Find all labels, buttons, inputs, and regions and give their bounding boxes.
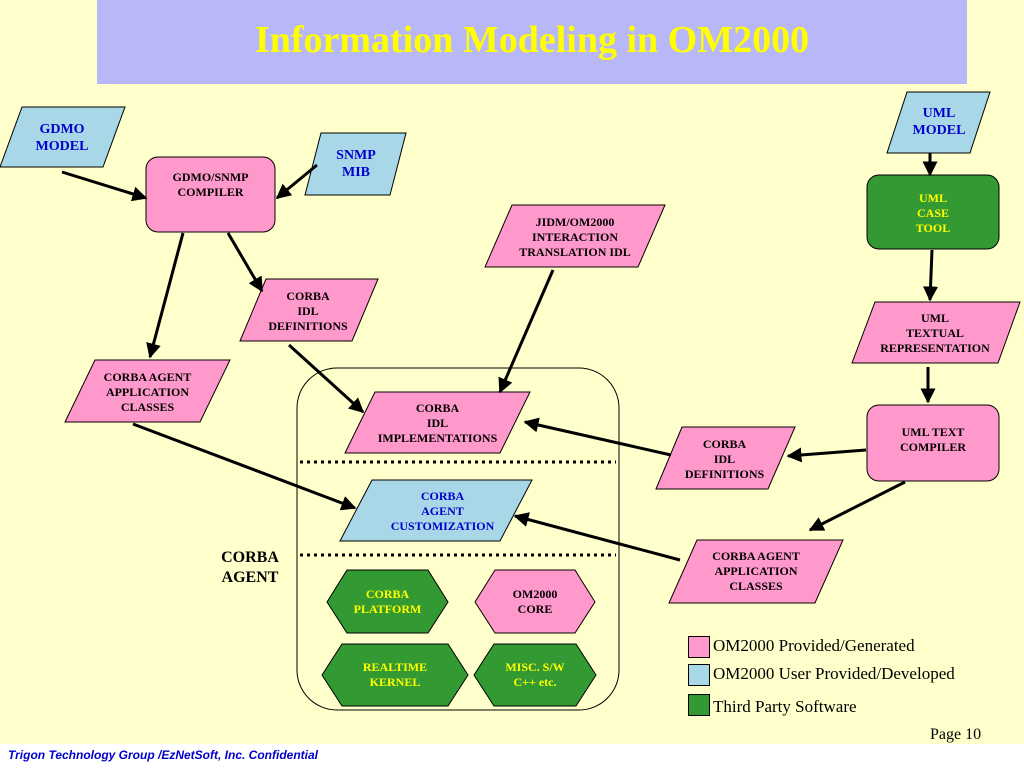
misc-sw-shape: [473, 643, 597, 707]
jidm-shape: [484, 204, 666, 268]
page-title: Information Modeling in OM2000: [254, 19, 810, 61]
misc-sw-label: MISC. S/W C++ etc.: [505, 660, 565, 689]
footer-text: Trigon Technology Group /EzNetSoft, Inc.…: [8, 748, 318, 762]
arrow-app-classes-to-customization: [132, 422, 357, 511]
corba-agent-customization-shape: [339, 479, 533, 542]
om2000-core-shape: [474, 569, 596, 634]
arrow-compiler-to-app-classes: [146, 232, 185, 359]
corba-idl-definitions-right-shape: [655, 426, 796, 490]
legend-label-third-party: Third Party Software: [713, 697, 857, 716]
uml-text-compiler-label: UML TEXT COMPILER: [900, 425, 966, 454]
legend-swatch-pink: [688, 636, 710, 658]
snmp-mib-shape: [304, 132, 407, 196]
title-bar: Information Modeling in OM2000: [97, 0, 967, 84]
corba-idl-definitions-left-label: CORBA IDL DEFINITIONS: [268, 288, 348, 333]
uml-model-label: UML MODEL: [912, 105, 966, 139]
uml-textual-representation-label: UML TEXTUAL REPRESENTATION: [880, 310, 990, 355]
realtime-kernel-label: REALTIME KERNEL: [362, 660, 428, 689]
legend-swatch-green: [688, 694, 710, 716]
arrow-idl-defs-right-to-implementations: [523, 417, 672, 457]
gdmo-model-shape: [0, 106, 126, 168]
arrow-compiler-to-idl-defs: [226, 232, 264, 293]
om2000-core-label: OM2000 CORE: [512, 587, 558, 616]
corba-agent-group-label: CORBA AGENT: [221, 549, 279, 586]
arrow-idl-defs-to-implementations: [287, 343, 365, 414]
corba-agent-app-classes-left-label: CORBA AGENT APPLICATION CLASSES: [103, 369, 192, 414]
corba-platform-shape: [326, 569, 449, 634]
arrow-jidm-to-implementations: [498, 269, 555, 394]
uml-model-shape: [886, 91, 991, 154]
corba-idl-definitions-left-shape: [239, 278, 379, 342]
corba-idl-implementations-label: CORBA IDL IMPLEMENTATIONS: [377, 400, 498, 445]
corba-agent-app-classes-right-label: CORBA AGENT APPLICATION CLASSES: [712, 548, 800, 593]
legend-label-provided: OM2000 Provided/Generated: [713, 636, 915, 655]
gdmo-model-label: GDMO MODEL: [35, 121, 89, 155]
corba-agent-app-classes-left-shape: [64, 359, 231, 423]
corba-agent-app-classes-right-shape: [668, 539, 844, 604]
uml-case-tool-label: UML CASE TOOL: [915, 190, 951, 235]
corba-idl-definitions-right-label: CORBA IDL DEFINITIONS: [684, 436, 765, 481]
arrow-snmp-to-compiler: [275, 163, 318, 200]
snmp-mib-label: SNMP MIB: [336, 147, 376, 181]
arrow-case-tool-to-textual: [923, 249, 939, 302]
gdmo-snmp-compiler-label: GDMO/SNMP COMPILER: [172, 170, 249, 199]
jidm-label: JIDM/OM2000 INTERACTION TRANSLATION IDL: [519, 214, 631, 259]
legend-swatch-blue: [688, 664, 710, 686]
legend-label-user: OM2000 User Provided/Developed: [713, 664, 955, 683]
uml-textual-representation-shape: [851, 301, 1021, 364]
corba-agent-container: [296, 367, 620, 711]
realtime-kernel-shape: [321, 643, 469, 707]
corba-platform-label: CORBA PLATFORM: [353, 587, 422, 616]
corba-idl-implementations-shape: [344, 391, 531, 454]
arrow-app-classes-right-to-customization: [513, 512, 681, 562]
arrow-gdmo-to-compiler: [61, 170, 148, 202]
arrow-compiler-to-app-classes-right: [808, 480, 906, 532]
footer: Trigon Technology Group /EzNetSoft, Inc.…: [0, 744, 1024, 768]
arrow-compiler-to-idl-defs-right: [786, 447, 867, 463]
corba-agent-customization-label: CORBA AGENT CUSTOMIZATION: [390, 488, 495, 533]
uml-text-compiler-shape: [866, 404, 1000, 482]
page-number: Page 10: [930, 726, 982, 743]
